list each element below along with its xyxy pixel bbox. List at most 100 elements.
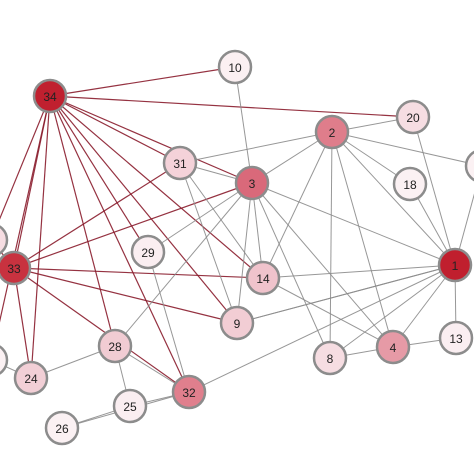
- node-circle-28: [97, 328, 133, 364]
- edge-34-partial_bottom_left: [0, 95, 51, 323]
- edge-33-24: [13, 267, 32, 379]
- node-label-4: 4: [390, 341, 397, 355]
- edge-34-10: [49, 66, 236, 97]
- edge-34-24: [30, 95, 51, 379]
- edge-2-31: [179, 131, 333, 164]
- node-18: 18: [392, 166, 428, 202]
- node-circle-20: [395, 99, 431, 135]
- edge-34-9: [49, 95, 238, 324]
- edge-34-partial_left: [0, 95, 51, 220]
- edge-2-partial_top_right: [331, 131, 474, 165]
- edge-3-1: [251, 182, 456, 266]
- node-10: 10: [217, 49, 253, 85]
- node-circle-18: [392, 166, 428, 202]
- edge-3-29: [147, 182, 253, 253]
- edge-34-29: [49, 95, 149, 253]
- edge-2-14: [262, 131, 333, 279]
- node-label-10: 10: [228, 61, 242, 75]
- edge-4-14: [262, 277, 394, 348]
- node-4: 4: [375, 329, 411, 365]
- edge-33-14: [13, 267, 264, 279]
- edge-34-14: [49, 95, 264, 279]
- node-2: 2: [314, 114, 350, 150]
- node-label-9: 9: [234, 317, 241, 331]
- edge-1-20: [412, 116, 456, 266]
- node-circle-29: [130, 234, 166, 270]
- node-label-18: 18: [403, 178, 417, 192]
- node-14: 14: [245, 260, 281, 296]
- node-circle-34: [32, 78, 68, 114]
- node-partial_top_right: [464, 150, 474, 182]
- node-25: 25: [112, 388, 148, 424]
- node-circle-partial_top_right: [464, 150, 474, 182]
- edge-29-32: [147, 251, 190, 393]
- node-26: 26: [44, 410, 80, 446]
- node-circle-32: [171, 374, 207, 410]
- edge-34-20: [49, 95, 414, 118]
- edge-10-3: [234, 66, 253, 184]
- node-20: 20: [395, 99, 431, 135]
- node-29: 29: [130, 234, 166, 270]
- node-circle-10: [217, 49, 253, 85]
- node-layer: 34 10 20 2 31 3 18 29 33 14 1 9 28 8 4 13 24 32 25 26: [0, 49, 474, 446]
- node-34: 34: [32, 78, 68, 114]
- node-31: 31: [162, 145, 198, 181]
- node-label-26: 26: [55, 422, 69, 436]
- node-circle-2: [314, 114, 350, 150]
- edge-2-4: [331, 131, 394, 348]
- edge-1-8: [329, 264, 456, 359]
- node-circle-25: [112, 388, 148, 424]
- edge-34-31: [49, 95, 181, 164]
- edge-1-32: [188, 264, 456, 393]
- node-label-25: 25: [123, 400, 137, 414]
- edge-33-32: [13, 267, 190, 393]
- node-circle-24: [13, 360, 49, 396]
- node-circle-26: [44, 410, 80, 446]
- node-label-33: 33: [7, 262, 21, 276]
- edge-2-8: [329, 131, 333, 359]
- node-1: 1: [437, 247, 473, 283]
- node-circle-9: [219, 305, 255, 341]
- node-circle-14: [245, 260, 281, 296]
- edge-3-8: [251, 182, 331, 359]
- edge-31-14: [179, 162, 264, 279]
- node-24: 24: [13, 360, 49, 396]
- node-circle-33: [0, 250, 32, 286]
- node-circle-partial_left: [0, 225, 9, 255]
- node-3: 3: [234, 165, 270, 201]
- edge-33-9: [13, 267, 238, 324]
- node-label-1: 1: [452, 259, 459, 273]
- edge-1-14: [262, 264, 456, 279]
- node-label-28: 28: [108, 340, 122, 354]
- node-label-3: 3: [249, 177, 256, 191]
- node-circle-4: [375, 329, 411, 365]
- node-8: 8: [312, 340, 348, 376]
- node-9: 9: [219, 305, 255, 341]
- edge-34-28: [49, 95, 116, 347]
- edge-3-4: [251, 182, 394, 348]
- node-28: 28: [97, 328, 133, 364]
- node-partial_bottom_left: [0, 345, 9, 375]
- node-partial_left: [0, 225, 9, 255]
- node-13: 13: [438, 320, 474, 356]
- node-label-34: 34: [43, 90, 57, 104]
- node-label-32: 32: [182, 386, 196, 400]
- node-label-14: 14: [256, 272, 270, 286]
- node-label-13: 13: [449, 332, 463, 346]
- node-circle-1: [437, 247, 473, 283]
- edge-33-3: [13, 182, 253, 269]
- edge-34-32: [49, 95, 190, 393]
- node-circle-3: [234, 165, 270, 201]
- node-label-8: 8: [327, 352, 334, 366]
- node-circle-13: [438, 320, 474, 356]
- edge-3-28: [114, 182, 253, 347]
- node-label-20: 20: [406, 111, 420, 125]
- node-label-2: 2: [329, 126, 336, 140]
- node-circle-8: [312, 340, 348, 376]
- node-32: 32: [171, 374, 207, 410]
- node-label-31: 31: [173, 157, 187, 171]
- edge-34-3: [49, 95, 253, 184]
- edge-31-9: [179, 162, 238, 324]
- edge-33-31: [13, 162, 181, 269]
